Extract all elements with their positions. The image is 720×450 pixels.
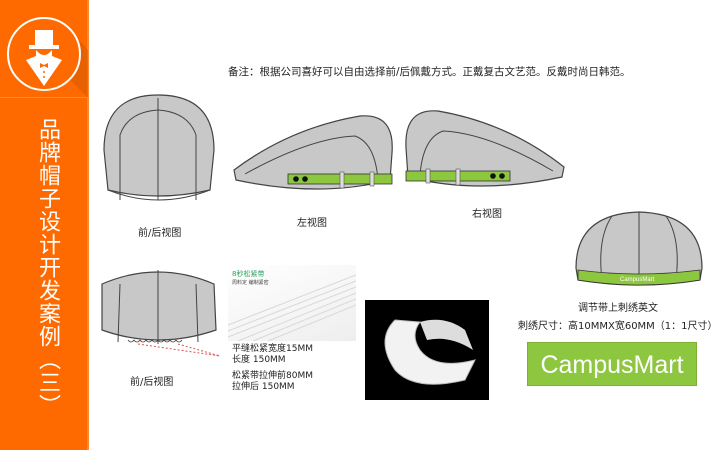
sidebar: 品牌帽子设计开发案例（三） bbox=[0, 0, 89, 450]
view-label-front-back: 前/后视图 bbox=[138, 228, 182, 239]
band-size: 刺绣尺寸：高10MMX宽60MM（1：1尺寸） bbox=[518, 321, 718, 332]
elastic-title: 8秒松紧带 bbox=[232, 270, 265, 278]
view-label-front-back-2: 前/后视图 bbox=[130, 377, 174, 388]
elastic-band-image: 8秒松紧带 周料定 编制紧密 bbox=[228, 265, 356, 341]
elastic-line1: 平缝松紧宽度15MM bbox=[232, 344, 313, 354]
white-elastic-photo bbox=[365, 300, 489, 400]
view-label-left: 左视图 bbox=[297, 218, 327, 229]
gentleman-logo bbox=[0, 10, 88, 98]
hat-left-view bbox=[233, 115, 393, 190]
elastic-line4: 拉伸后 150MM bbox=[232, 382, 295, 392]
elastic-line3: 松紧带拉伸前80MM bbox=[232, 371, 313, 381]
page-title: 品牌帽子设计开发案例（三） bbox=[35, 118, 60, 417]
note-text: 备注：根据公司喜好可以自由选择前/后佩戴方式。正戴复古文艺范。反戴时尚日韩范。 bbox=[228, 66, 631, 78]
hat-back-band-view: CampusMart bbox=[575, 211, 703, 286]
hat-right-view bbox=[405, 110, 565, 187]
view-label-right: 右视图 bbox=[472, 209, 502, 220]
hat-front-back-view-2 bbox=[101, 270, 221, 357]
campusmart-logo: CampusMart bbox=[527, 342, 697, 386]
band-embroidery-text: CampusMart bbox=[620, 277, 655, 283]
hat-front-back-view bbox=[103, 94, 215, 201]
elastic-line2: 长度 150MM bbox=[232, 355, 286, 365]
band-caption: 调节带上刺绣英文 bbox=[578, 303, 658, 314]
elastic-subtitle: 周料定 编制紧密 bbox=[232, 280, 269, 286]
